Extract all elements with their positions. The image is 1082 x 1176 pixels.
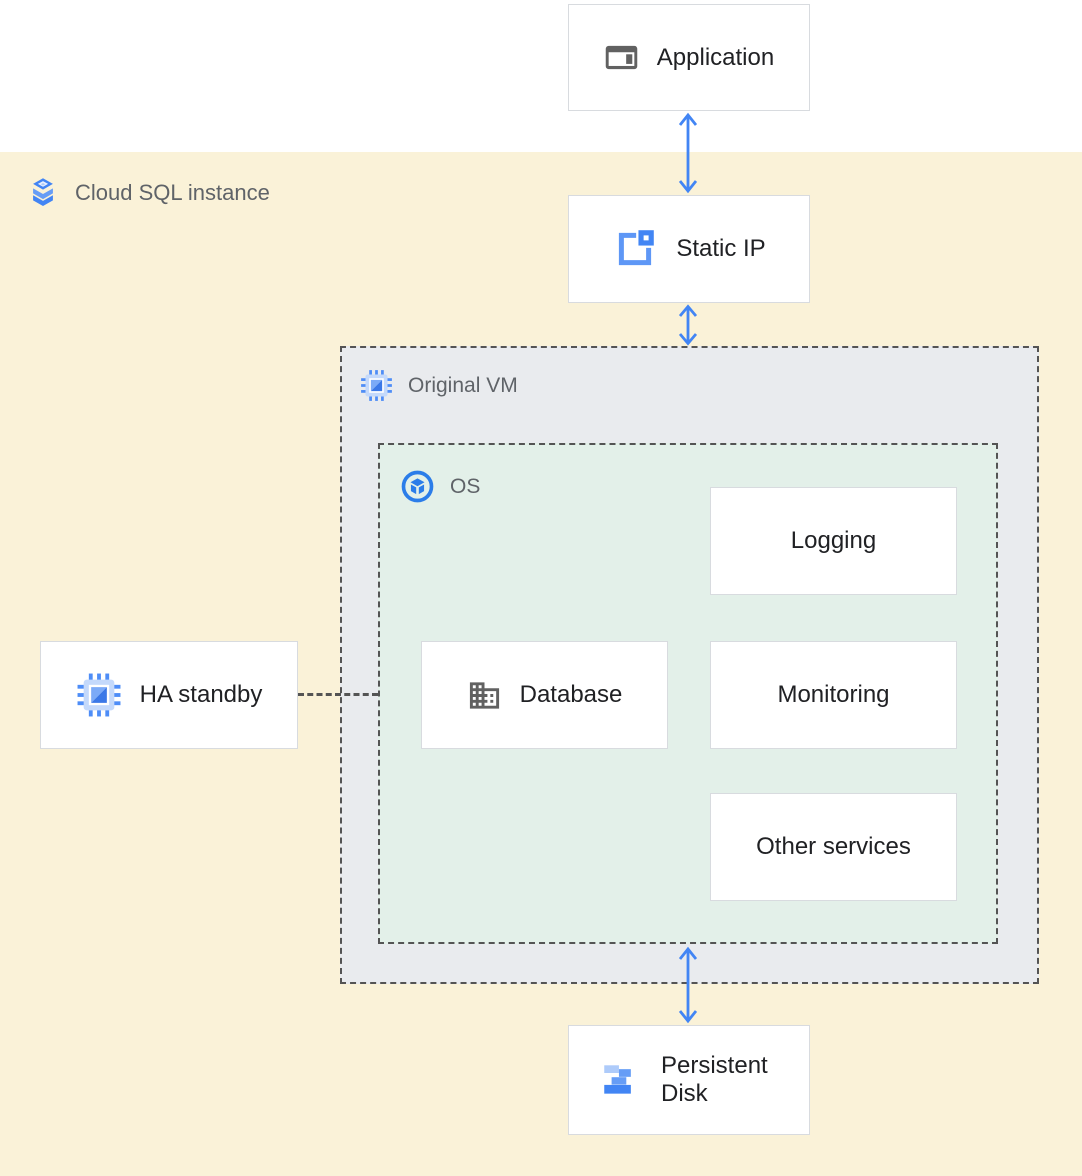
arrow-staticip-vm [673,304,703,346]
compute-engine-icon [76,672,122,718]
original-vm-label-row: Original VM [360,369,518,402]
application-label: Application [656,43,775,71]
persistent-disk-icon [599,1059,641,1101]
arrow-os-disk [673,946,703,1024]
other-services-label: Other services [756,833,911,860]
ha-standby-label: HA standby [139,681,263,708]
application-node: Application [568,4,810,111]
cloud-sql-instance-label-row: Cloud SQL instance [26,176,270,210]
connector-hastandby-vm [298,693,378,696]
arrow-application-staticip [673,112,703,194]
cloud-sql-instance-label: Cloud SQL instance [75,180,270,205]
os-label-row: OS [400,469,480,504]
database-node: Database [421,641,668,749]
ha-standby-node: HA standby [40,641,298,749]
persistent-disk-label: Persistent Disk [661,1052,768,1107]
static-ip-node: Static IP [568,195,810,303]
persistent-disk-node: Persistent Disk [568,1025,810,1135]
database-label: Database [519,681,623,708]
cloud-sql-icon [26,176,60,210]
monitoring-label: Monitoring [777,681,890,708]
logging-label: Logging [790,527,877,554]
static-ip-icon [612,226,658,272]
monitoring-node: Monitoring [710,641,957,749]
static-ip-label: Static IP [676,235,766,262]
os-icon [400,469,435,504]
os-label: OS [450,474,481,498]
compute-engine-icon [360,369,393,402]
other-services-node: Other services [710,793,957,901]
logging-node: Logging [710,487,957,595]
original-vm-label: Original VM [408,373,518,397]
database-icon [467,678,502,713]
application-icon [604,40,639,75]
